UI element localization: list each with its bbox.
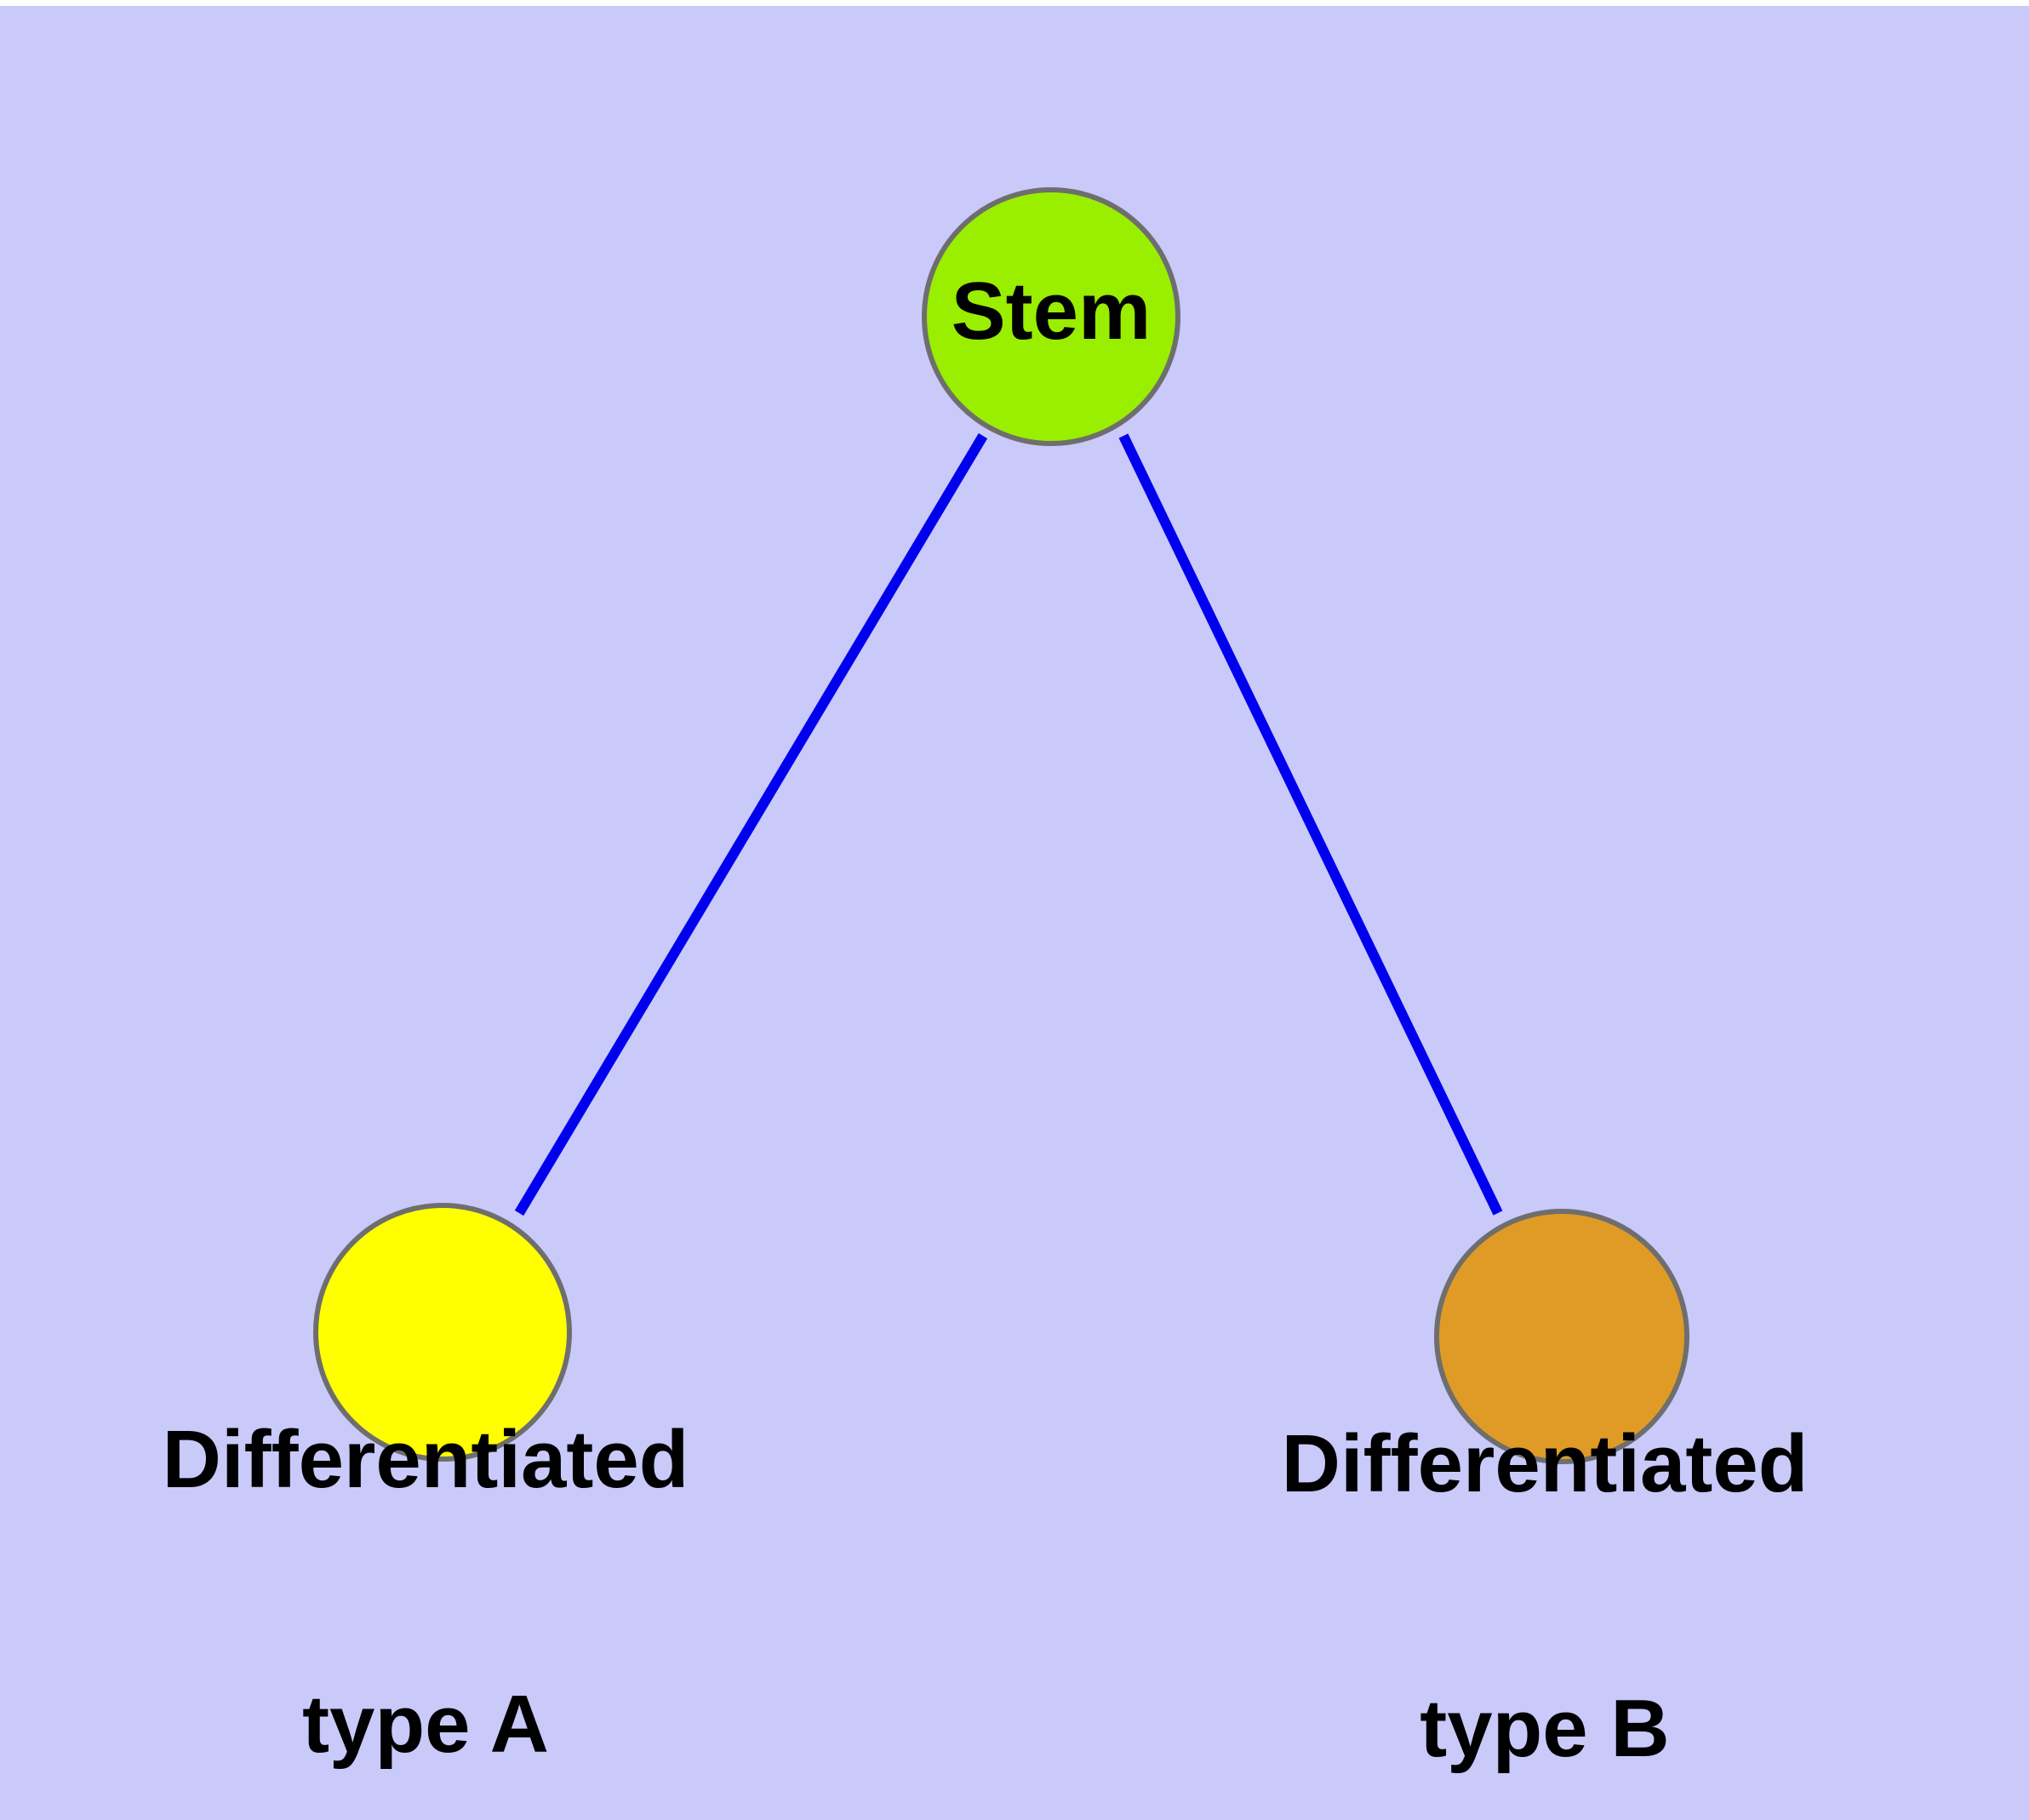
node-stem[interactable] xyxy=(922,187,1180,446)
edge-stem-to-differentiated-type-a[interactable] xyxy=(514,432,988,1216)
top-white-strip xyxy=(0,0,2029,6)
node-differentiated-type-b[interactable] xyxy=(1434,1209,1689,1464)
node-differentiated-type-a[interactable] xyxy=(313,1203,572,1462)
edge-stem-to-differentiated-type-b[interactable] xyxy=(1118,433,1503,1216)
